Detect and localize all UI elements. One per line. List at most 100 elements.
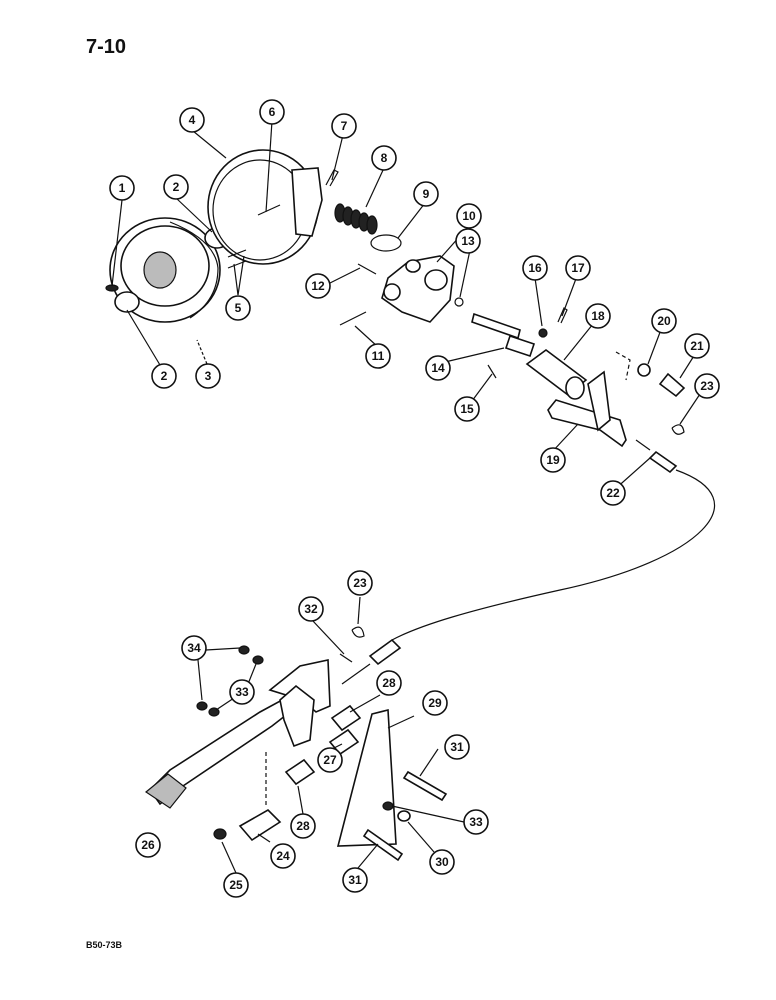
callout-34: 34 <box>181 635 207 661</box>
svg-text:4: 4 <box>189 113 196 127</box>
svg-text:8: 8 <box>381 151 388 165</box>
svg-text:29: 29 <box>428 696 442 710</box>
callout-6: 6 <box>259 99 285 125</box>
svg-text:21: 21 <box>690 339 704 353</box>
svg-text:2: 2 <box>161 369 168 383</box>
washer-20 <box>637 363 651 377</box>
retaining-ring-outer <box>114 291 140 313</box>
washer-33-upper <box>252 655 264 665</box>
spring-clip-upper <box>671 424 685 435</box>
svg-text:9: 9 <box>423 187 430 201</box>
svg-text:22: 22 <box>606 486 620 500</box>
callout-26: 26 <box>135 832 161 858</box>
hand-lever <box>144 659 331 809</box>
callout-1: 1 <box>109 175 135 201</box>
svg-text:32: 32 <box>304 602 318 616</box>
bushing-upper <box>330 704 362 732</box>
page-number: 7-10 <box>86 36 127 58</box>
svg-text:24: 24 <box>276 849 290 863</box>
pin-upper <box>227 249 247 258</box>
screw <box>487 364 497 379</box>
nut-34-lower <box>196 701 208 711</box>
callout-31: 31 <box>444 734 470 760</box>
callout-16: 16 <box>522 255 548 281</box>
washer-33-plate <box>382 801 394 811</box>
spring-clip-lower <box>351 626 365 638</box>
clevis <box>238 809 282 842</box>
svg-text:30: 30 <box>435 855 449 869</box>
callout-9: 9 <box>413 181 439 207</box>
callout-12: 12 <box>305 273 331 299</box>
callout-23: 23 <box>347 570 373 596</box>
callout-13: 13 <box>455 228 481 254</box>
svg-text:19: 19 <box>546 453 560 467</box>
o-ring <box>370 234 402 252</box>
bolt-31-upper <box>402 770 448 802</box>
svg-text:5: 5 <box>235 301 242 315</box>
svg-text:31: 31 <box>348 873 362 887</box>
svg-text:3: 3 <box>205 369 212 383</box>
bolt-31-lower <box>362 828 404 862</box>
nut-34-upper <box>238 645 250 655</box>
svg-text:6: 6 <box>269 105 276 119</box>
svg-text:31: 31 <box>450 740 464 754</box>
svg-text:23: 23 <box>700 379 714 393</box>
callout-30: 30 <box>429 849 455 875</box>
callout-17: 17 <box>565 255 591 281</box>
svg-text:2: 2 <box>173 180 180 194</box>
callout-22: 22 <box>600 480 626 506</box>
callout-3: 3 <box>195 363 221 389</box>
callout-29: 29 <box>422 690 448 716</box>
callout-27: 27 <box>317 747 343 773</box>
svg-text:26: 26 <box>141 838 155 852</box>
lever-housing <box>381 255 455 323</box>
callout-33: 33 <box>463 809 489 835</box>
callout-2: 2 <box>151 363 177 389</box>
callout-19: 19 <box>540 447 566 473</box>
svg-text:33: 33 <box>235 685 249 699</box>
svg-text:7: 7 <box>341 119 348 133</box>
figure-code: B50-73B <box>86 940 123 950</box>
control-cable <box>391 439 715 641</box>
callout-4: 4 <box>179 107 205 133</box>
callout-11: 11 <box>365 343 391 369</box>
callout-2: 2 <box>163 174 189 200</box>
svg-text:27: 27 <box>323 753 337 767</box>
support-plate <box>336 708 397 847</box>
callout-8: 8 <box>371 145 397 171</box>
svg-text:16: 16 <box>528 261 542 275</box>
svg-text:34: 34 <box>187 641 201 655</box>
callout-18: 18 <box>585 303 611 329</box>
svg-text:18: 18 <box>591 309 605 323</box>
svg-text:12: 12 <box>311 279 325 293</box>
brake-band <box>207 149 323 265</box>
shaft <box>471 312 536 358</box>
nut-16 <box>538 328 548 338</box>
callout-10: 10 <box>456 203 482 229</box>
callout-20: 20 <box>651 308 677 334</box>
bolt-21 <box>658 372 686 398</box>
callout-33: 33 <box>229 679 255 705</box>
callout-14: 14 <box>425 355 451 381</box>
spring <box>334 203 378 235</box>
svg-text:17: 17 <box>571 261 585 275</box>
guide-dashed <box>615 351 631 381</box>
bolt-30 <box>397 810 411 822</box>
svg-text:15: 15 <box>460 402 474 416</box>
callout-7: 7 <box>331 113 357 139</box>
callout-25: 25 <box>223 872 249 898</box>
callout-23: 23 <box>694 373 720 399</box>
nut-25 <box>213 828 227 840</box>
cotter-pin-17 <box>557 307 568 324</box>
cable-end <box>341 638 402 685</box>
svg-text:13: 13 <box>461 234 475 248</box>
screw-32 <box>339 653 353 663</box>
callout-32: 32 <box>298 596 324 622</box>
bolt <box>257 204 281 216</box>
svg-text:23: 23 <box>353 576 367 590</box>
callout-5: 5 <box>225 295 251 321</box>
callout-15: 15 <box>454 396 480 422</box>
washer-13 <box>454 297 464 307</box>
svg-text:20: 20 <box>657 314 671 328</box>
